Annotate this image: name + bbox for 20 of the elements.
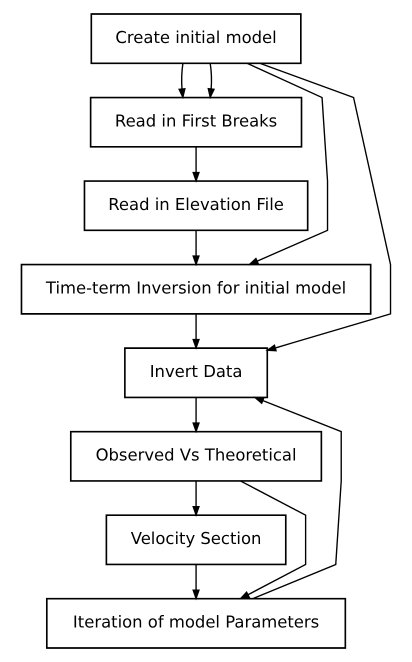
node-box: Velocity Section xyxy=(106,514,287,566)
node-box: Time-term Inversion for initial model xyxy=(20,264,372,315)
arrow xyxy=(192,230,200,266)
arrow xyxy=(192,564,200,600)
arrow xyxy=(207,63,216,100)
node-box: Read in Elevation File xyxy=(84,180,308,232)
node-box: Invert Data xyxy=(124,347,268,398)
arrow xyxy=(192,146,200,183)
arrow xyxy=(192,398,200,434)
node-box: Iteration of model Parameters xyxy=(46,598,346,649)
arrow xyxy=(192,314,200,350)
arrow xyxy=(238,480,306,600)
arrow xyxy=(260,62,392,352)
arrow xyxy=(247,62,328,266)
node-box: Observed Vs Theoretical xyxy=(70,430,322,482)
arrow xyxy=(178,63,186,100)
arrow xyxy=(192,481,200,517)
node-box: Read in First Breaks xyxy=(90,96,302,148)
node-box: Create initial model xyxy=(90,13,302,64)
arrow xyxy=(252,396,342,600)
